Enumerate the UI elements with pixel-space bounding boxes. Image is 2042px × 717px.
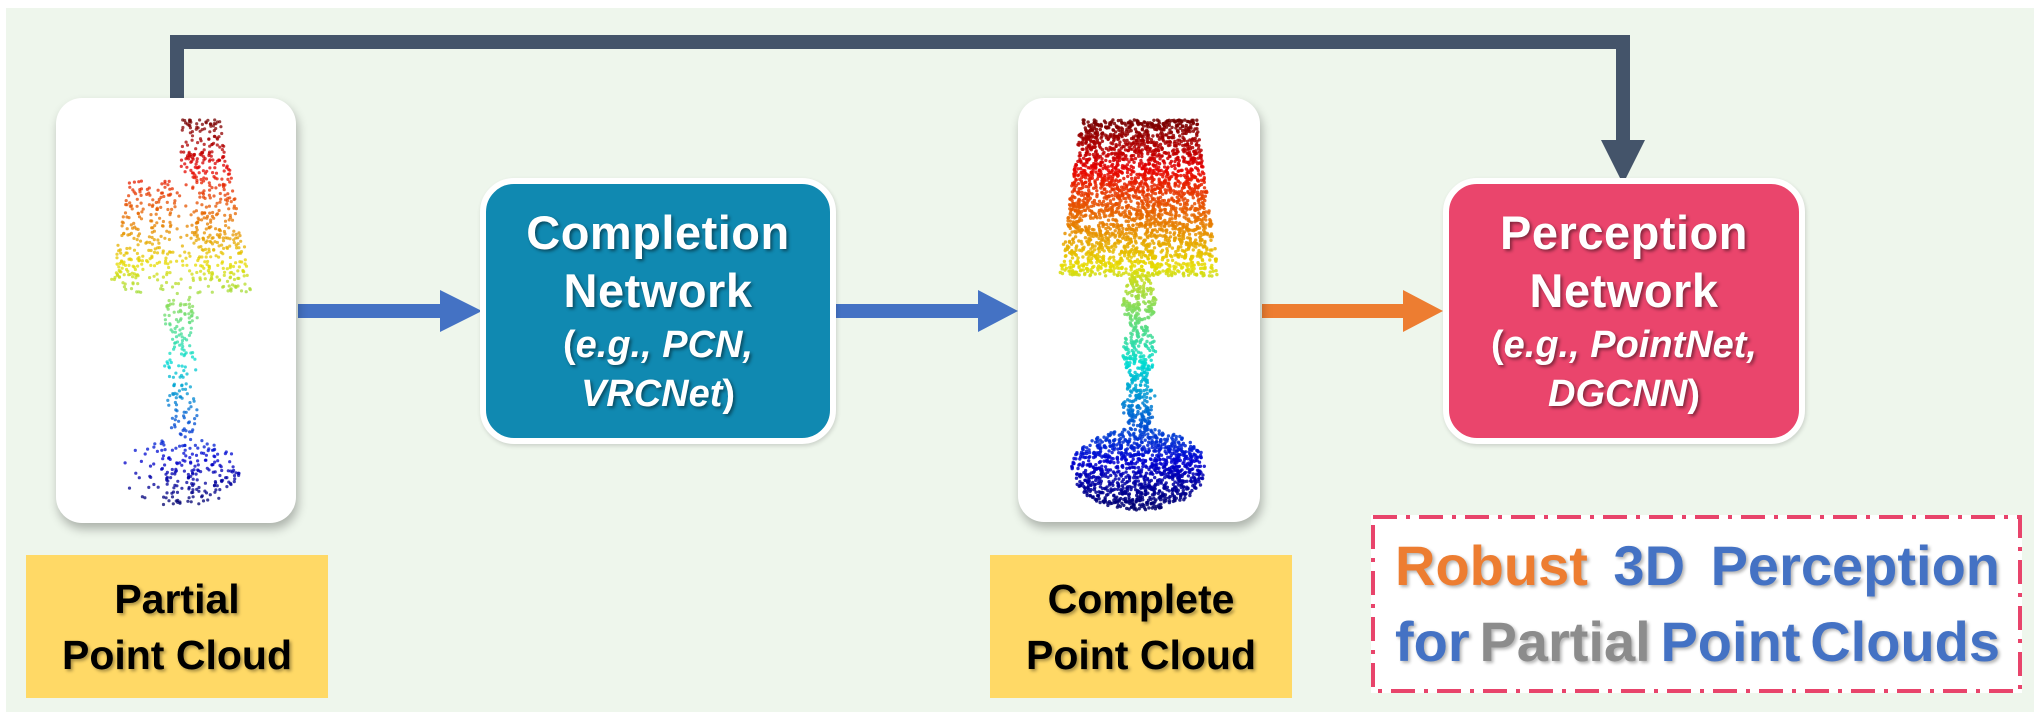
tagline-word: 3D <box>1613 534 1686 597</box>
tagline-box: Robust 3D Perception for Partial Point C… <box>1371 515 2022 693</box>
arrow-complete-to-perception-shaft <box>1262 304 1405 318</box>
arrow-complete-to-perception-head <box>1403 290 1443 332</box>
tagline-dash-dot-border <box>1371 515 2022 693</box>
complete-point-cloud-label: Complete Point Cloud <box>990 555 1292 698</box>
tagline-word: Clouds <box>1810 610 2000 673</box>
tagline-word: Robust <box>1395 534 1588 597</box>
partial-point-cloud-label: Partial Point Cloud <box>26 555 328 698</box>
completion-network-examples-line2: VRCNet) <box>580 373 736 415</box>
partial-label-line2: Point Cloud <box>61 631 292 678</box>
tagline-word: for <box>1395 610 1470 673</box>
partial-lamp-point-cloud <box>110 118 252 507</box>
arrow-completion-to-complete-head <box>978 290 1018 332</box>
partial-point-cloud-image <box>56 98 296 523</box>
tagline-line2: for Partial Point Clouds <box>1395 604 2000 680</box>
partial-label-line1: Partial <box>114 575 240 622</box>
completion-network-title-line2: Network <box>563 264 753 317</box>
perception-network-title-line1: Perception <box>1500 206 1748 259</box>
perception-network-examples-line2: DGCNN) <box>1548 373 1700 415</box>
complete-point-cloud-image <box>1018 98 1260 522</box>
complete-label-line1: Complete <box>1047 575 1235 622</box>
completion-network-examples-line1: (e.g., PCN, <box>562 324 754 366</box>
arrow-partial-to-completion-shaft <box>298 304 442 318</box>
tagline-word: Point <box>1660 610 1801 673</box>
tagline-line1: Robust 3D Perception <box>1395 528 2000 604</box>
tagline-word: Partial <box>1479 610 1651 673</box>
completion-network-box: Completion Network (e.g., PCN, VRCNet) <box>480 178 836 444</box>
feedback-arrow-line <box>170 35 1630 140</box>
complete-lamp-point-cloud <box>1058 118 1219 512</box>
arrow-partial-to-completion-head <box>440 290 482 332</box>
tagline-word: Perception <box>1710 534 2000 597</box>
feedback-arrow-head <box>1601 140 1645 184</box>
completion-network-title-line1: Completion <box>526 206 790 259</box>
perception-network-title-line2: Network <box>1529 264 1719 317</box>
complete-label-line2: Point Cloud <box>1025 631 1256 678</box>
arrow-completion-to-complete-shaft <box>836 304 980 318</box>
perception-network-box: Perception Network (e.g., PointNet, DGCN… <box>1443 178 1805 444</box>
perception-network-examples-line1: (e.g., PointNet, <box>1490 324 1757 366</box>
